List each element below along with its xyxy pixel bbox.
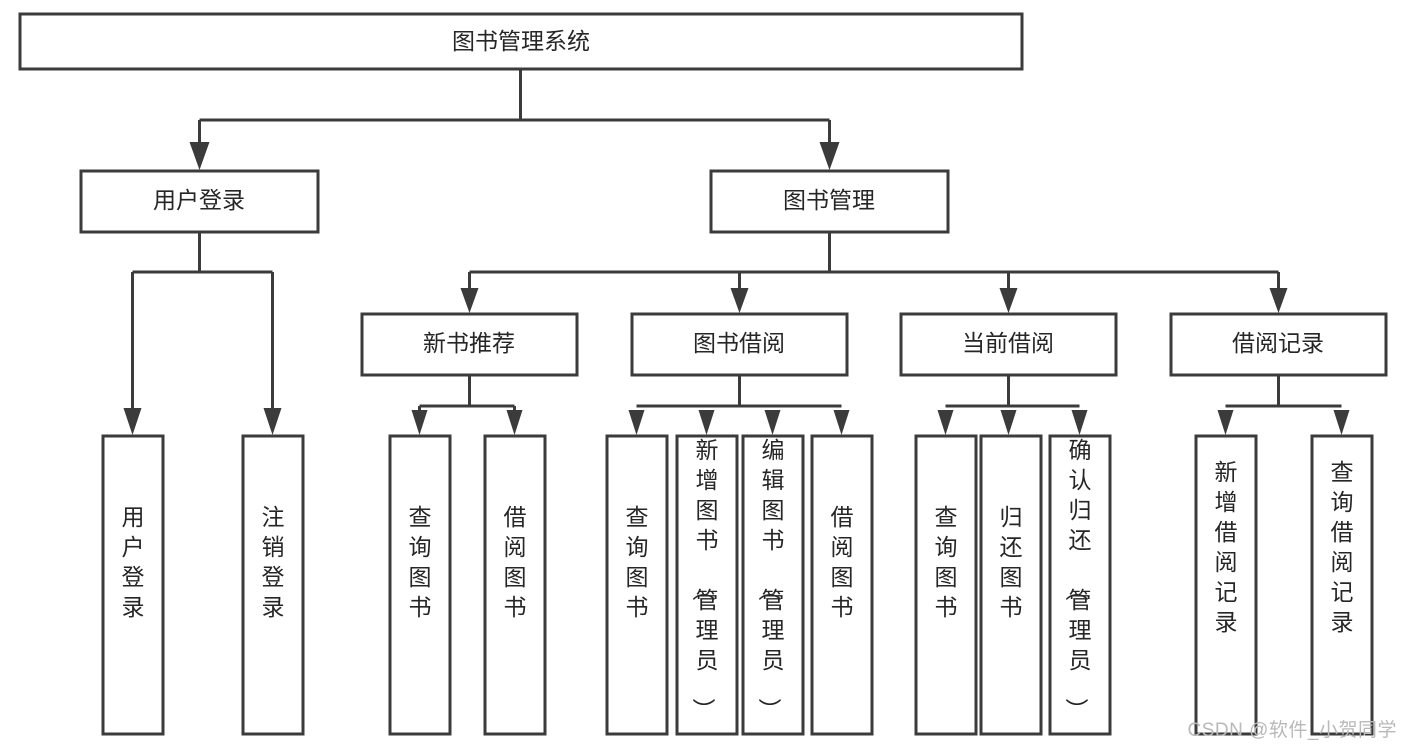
connector-group-user-login	[123, 232, 282, 435]
node-root[interactable]: 图书管理系统	[18, 12, 1024, 71]
node-leaf-box[interactable]	[914, 434, 978, 736]
node-leaf-book-borrow-3[interactable]: 借阅图书	[810, 434, 874, 736]
node-leaf-new-book-recommend-1[interactable]: 借阅图书	[483, 434, 547, 736]
node-book-borrow-label: 图书借阅	[693, 330, 785, 356]
arrowhead-current-borrow	[999, 288, 1018, 313]
node-leaf-box[interactable]	[605, 434, 669, 736]
node-leaf-label: 归还图书	[1000, 504, 1023, 620]
connector-group-book-mgmt	[460, 232, 1288, 313]
arrowhead-leaf-bb-0	[628, 410, 645, 435]
node-user-login[interactable]: 用户登录	[79, 169, 320, 234]
node-leaf-label: 查询图书	[409, 504, 432, 620]
node-leaf-box[interactable]	[675, 434, 739, 736]
node-user-login-box[interactable]	[79, 169, 320, 234]
node-leaf-label: 查询图书	[626, 504, 649, 620]
node-borrow-record-box[interactable]	[1169, 312, 1388, 377]
node-leaf-label: 查询图书	[935, 504, 958, 620]
node-leaf-borrow-record-0[interactable]: 新增借阅记录	[1194, 434, 1258, 736]
node-root-box[interactable]	[18, 12, 1024, 71]
arrowhead-leaf-nbr-1	[506, 410, 523, 435]
node-book-borrow[interactable]: 图书借阅	[630, 312, 849, 377]
node-leaf-box[interactable]	[483, 434, 547, 736]
node-new-book-recommend-box[interactable]	[360, 312, 579, 377]
node-book-mgmt-label: 图书管理	[783, 187, 875, 213]
arrowhead-borrow-record	[1269, 288, 1288, 313]
node-leaf-label: 借阅图书	[504, 504, 527, 620]
node-leaf-box[interactable]	[388, 434, 452, 736]
node-leaf-box[interactable]	[1310, 434, 1374, 736]
arrowhead-leaf-cb-0	[937, 410, 954, 435]
arrowhead-book-mgmt	[819, 142, 840, 170]
arrowhead-new-book-recommend	[460, 288, 479, 313]
arrowhead-leaf-nbr-0	[411, 410, 428, 435]
connector-group-new-book-recommend	[411, 375, 523, 435]
arrowhead-leaf-user-login-0	[123, 408, 142, 435]
connector-group-root	[189, 69, 840, 170]
node-leaf-box[interactable]	[241, 434, 305, 736]
node-user-login-label: 用户登录	[153, 187, 245, 213]
node-leaf-user-login-1[interactable]: 注销登录	[241, 434, 305, 736]
node-new-book-recommend-label: 新书推荐	[423, 330, 515, 356]
node-leaf-label: 用户登录	[122, 504, 145, 620]
node-root-label: 图书管理系统	[452, 28, 590, 54]
node-leaf-label: 确认归还（管理员）	[1064, 437, 1092, 721]
node-leaf-box[interactable]	[1048, 434, 1112, 736]
node-borrow-record-label: 借阅记录	[1232, 330, 1324, 356]
node-book-mgmt-box[interactable]	[709, 169, 950, 234]
node-book-mgmt[interactable]: 图书管理	[709, 169, 950, 234]
node-leaf-label: 查询借阅记录	[1331, 459, 1354, 635]
arrowhead-leaf-br-1	[1333, 410, 1350, 435]
node-leaf-current-borrow-2[interactable]: 确认归还（管理员）	[1048, 434, 1112, 736]
node-leaf-new-book-recommend-0[interactable]: 查询图书	[388, 434, 452, 736]
arrowhead-leaf-cb-1	[1000, 410, 1017, 435]
node-leaf-box[interactable]	[101, 434, 165, 736]
node-leaf-box[interactable]	[741, 434, 805, 736]
node-leaf-book-borrow-2[interactable]: 编辑图书（管理员）	[741, 434, 805, 736]
node-leaf-label: 编辑图书（管理员）	[757, 437, 785, 721]
arrowhead-user-login	[189, 142, 210, 170]
arrowhead-leaf-user-login-1	[263, 408, 282, 435]
node-leaf-user-login-0[interactable]: 用户登录	[101, 434, 165, 736]
node-leaf-current-borrow-1[interactable]: 归还图书	[979, 434, 1043, 736]
arrowhead-leaf-cb-2	[1071, 410, 1088, 435]
node-leaf-box[interactable]	[979, 434, 1043, 736]
arrowhead-book-borrow	[730, 288, 749, 313]
connector-group-borrow-record	[1217, 375, 1350, 435]
node-leaf-book-borrow-0[interactable]: 查询图书	[605, 434, 669, 736]
arrowhead-leaf-bb-1	[698, 410, 715, 435]
arrowhead-leaf-br-0	[1217, 410, 1234, 435]
node-leaf-label: 注销登录	[262, 504, 285, 620]
connector-group-book-borrow	[628, 375, 850, 435]
node-leaf-box[interactable]	[1194, 434, 1258, 736]
arrowhead-leaf-bb-2	[764, 410, 781, 435]
connector-group-current-borrow	[937, 375, 1088, 435]
node-leaf-box[interactable]	[810, 434, 874, 736]
node-leaf-label: 新增借阅记录	[1215, 459, 1238, 635]
node-leaf-borrow-record-1[interactable]: 查询借阅记录	[1310, 434, 1374, 736]
node-leaf-label: 借阅图书	[831, 504, 854, 620]
node-leaf-label: 新增图书（管理员）	[691, 437, 719, 721]
node-book-borrow-box[interactable]	[630, 312, 849, 377]
node-current-borrow-label: 当前借阅	[962, 330, 1054, 356]
node-current-borrow-box[interactable]	[899, 312, 1118, 377]
node-leaf-current-borrow-0[interactable]: 查询图书	[914, 434, 978, 736]
arrowhead-leaf-bb-3	[833, 410, 850, 435]
node-new-book-recommend[interactable]: 新书推荐	[360, 312, 579, 377]
node-borrow-record[interactable]: 借阅记录	[1169, 312, 1388, 377]
node-leaf-book-borrow-1[interactable]: 新增图书（管理员）	[675, 434, 739, 736]
node-current-borrow[interactable]: 当前借阅	[899, 312, 1118, 377]
